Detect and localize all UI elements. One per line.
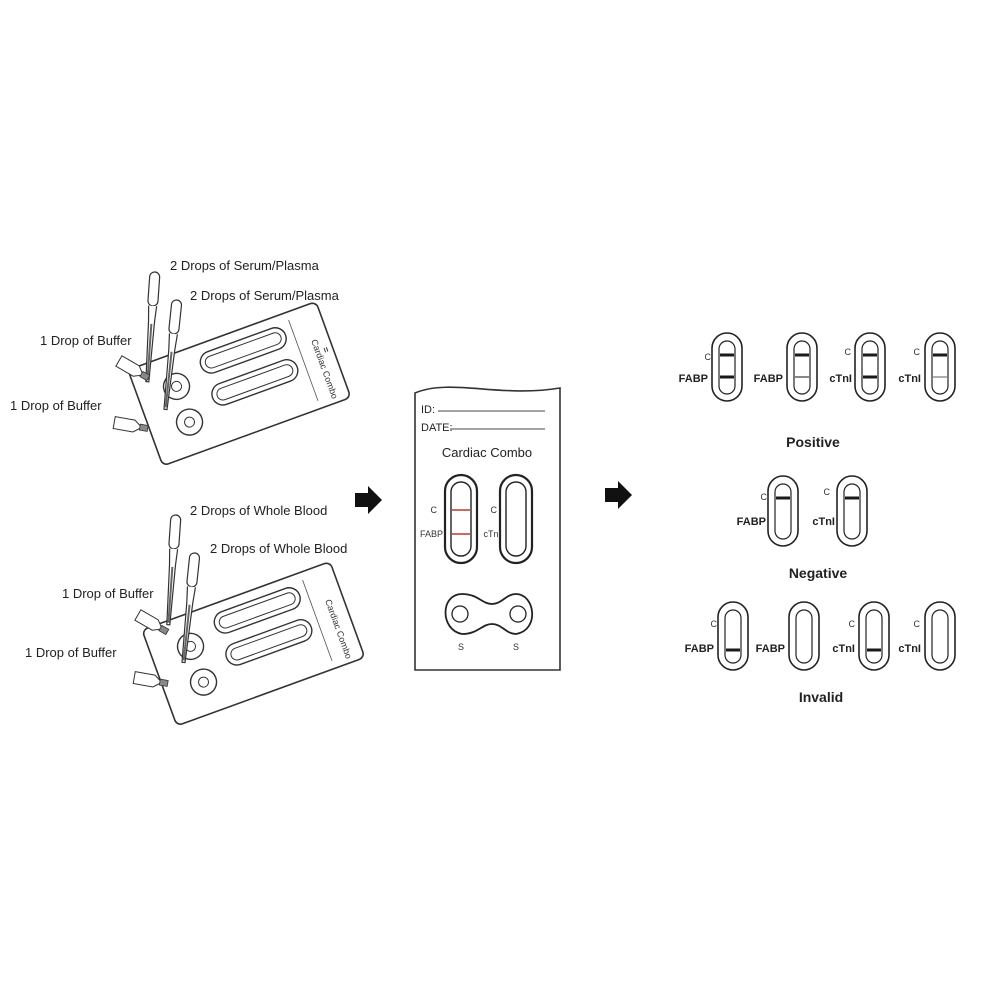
strip-invalid-3-c: C bbox=[849, 619, 856, 629]
strip-positive-1: C FABP bbox=[679, 332, 743, 402]
strip-negative-2-t: cTnI bbox=[812, 516, 835, 528]
heading-positive: Positive bbox=[786, 434, 840, 450]
device-id-label: ID: bbox=[421, 404, 435, 416]
result-invalid-group: C FABP FABP C cTnI C cTnI Invalid bbox=[685, 601, 956, 705]
strip-positive-3: C cTnI bbox=[829, 332, 886, 402]
strip-negative-1-c: C bbox=[761, 492, 768, 502]
strip-invalid-2-t: FABP bbox=[756, 643, 785, 655]
strip-invalid-1-t: FABP bbox=[685, 643, 714, 655]
strip-positive-2-t: FABP bbox=[754, 373, 783, 385]
strip-positive-4: C cTnI bbox=[898, 332, 956, 402]
strip-positive-1-t: FABP bbox=[679, 373, 708, 385]
strip-invalid-1: C FABP bbox=[685, 601, 749, 671]
label-serum-drop-1: 2 Drops of Serum/Plasma bbox=[170, 258, 320, 273]
label-serum-drop-2: 2 Drops of Serum/Plasma bbox=[190, 288, 340, 303]
heading-invalid: Invalid bbox=[799, 689, 843, 705]
cassette-serum: Cardiac Combo = bbox=[128, 302, 350, 465]
device-title: Cardiac Combo bbox=[442, 445, 532, 460]
svg-text:=: = bbox=[320, 346, 331, 354]
heading-negative: Negative bbox=[789, 565, 848, 581]
label-blood-drop-1: 2 Drops of Whole Blood bbox=[190, 503, 327, 518]
strip-invalid-3: C cTnI bbox=[832, 601, 890, 671]
strip-invalid-2: FABP bbox=[756, 601, 820, 671]
strip-positive-4-t: cTnI bbox=[898, 373, 921, 385]
strip-positive-4-c: C bbox=[914, 347, 921, 357]
strip-invalid-4-c: C bbox=[914, 619, 921, 629]
device-right-c: C bbox=[491, 505, 498, 515]
device-s-left: S bbox=[458, 642, 464, 652]
result-positive-group: C FABP FABP C cTnI C cTnI Positive bbox=[679, 332, 956, 450]
strip-negative-1: C FABP bbox=[737, 475, 799, 547]
buffer-bottle-top-2 bbox=[112, 416, 150, 435]
cassette-blood: Cardiac Combo bbox=[142, 562, 364, 725]
label-buffer-bottom-2: 1 Drop of Buffer bbox=[25, 645, 117, 660]
device-left-c: C bbox=[431, 505, 438, 515]
device-date-label: DATE: bbox=[421, 422, 453, 434]
strip-positive-2: FABP bbox=[754, 332, 818, 402]
strip-invalid-4: C cTnI bbox=[898, 601, 956, 671]
strip-invalid-1-c: C bbox=[711, 619, 718, 629]
label-buffer-top-2: 1 Drop of Buffer bbox=[10, 398, 102, 413]
result-negative-group: C FABP C cTnI Negative bbox=[737, 475, 868, 581]
strip-invalid-3-t: cTnI bbox=[832, 643, 855, 655]
pipette-blood-1 bbox=[162, 513, 182, 627]
label-buffer-top-1: 1 Drop of Buffer bbox=[40, 333, 132, 348]
label-buffer-bottom-1: 1 Drop of Buffer bbox=[62, 586, 154, 601]
device-left-t: FABP bbox=[420, 529, 443, 539]
arrow-right-icon bbox=[605, 481, 632, 509]
strip-negative-1-t: FABP bbox=[737, 516, 766, 528]
test-device: ID: DATE: Cardiac Combo C FABP C cTnI S … bbox=[414, 386, 561, 671]
device-s-right: S bbox=[513, 642, 519, 652]
strip-positive-3-c: C bbox=[845, 347, 852, 357]
strip-positive-3-t: cTnI bbox=[829, 373, 852, 385]
device-right-t: cTnI bbox=[483, 529, 501, 539]
label-blood-drop-2: 2 Drops of Whole Blood bbox=[210, 541, 347, 556]
strip-negative-2: C cTnI bbox=[812, 475, 868, 547]
strip-positive-1-c: C bbox=[705, 352, 712, 362]
strip-negative-2-c: C bbox=[824, 487, 831, 497]
strip-invalid-4-t: cTnI bbox=[898, 643, 921, 655]
arrow-right-icon bbox=[355, 486, 382, 514]
